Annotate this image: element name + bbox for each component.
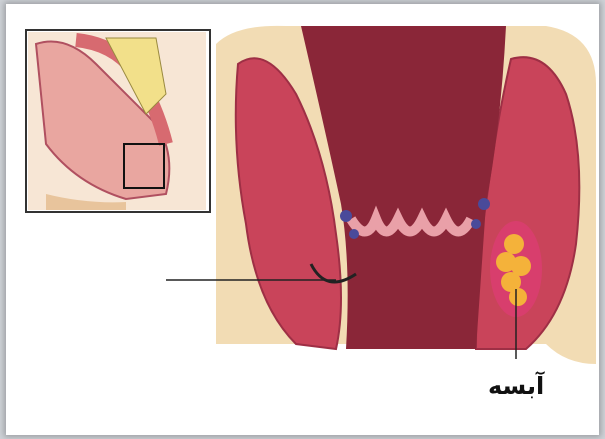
anatomy-illustration <box>6 4 599 435</box>
main-cross-section <box>216 26 596 364</box>
inset-overview <box>26 30 210 212</box>
abscess-label: آبسه <box>488 372 544 400</box>
illustration-frame: آبسه <box>6 4 599 435</box>
